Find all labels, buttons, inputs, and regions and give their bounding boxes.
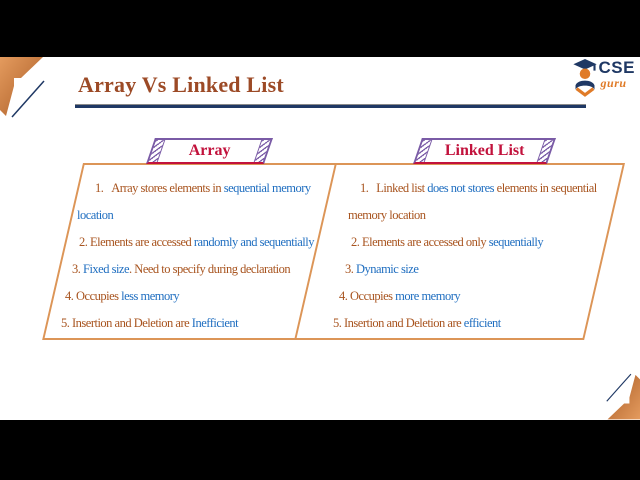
corner-ribbon-icon [606, 373, 640, 420]
list-item-segment: 1. Linked list [360, 181, 428, 195]
list-item-segment: elements in sequential [494, 181, 598, 195]
list-item-segment: memory location [348, 208, 426, 222]
list-item: 5. Insertion and Deletion are Inefficien… [61, 310, 335, 337]
list-item-segment: 3. [72, 262, 83, 276]
letterbox-bar-bottom [0, 420, 640, 480]
array-list: 1. Array stores elements in sequential m… [55, 175, 335, 337]
list-item: 1. Array stores elements in sequential m… [77, 175, 335, 229]
list-item: 2. Elements are accessed randomly and se… [79, 229, 335, 256]
list-item-segment: efficient [463, 316, 501, 330]
list-item-segment: 1. Array stores elements in [95, 181, 224, 195]
letterbox-bar-top [0, 0, 640, 57]
slide: CSE guru Array Vs Linked List Array Link… [0, 57, 640, 420]
list-item: 3. Fixed size. Need to specify during de… [72, 256, 335, 283]
linked-list-list: 1. Linked list does not stores elements … [333, 175, 613, 337]
list-item: 3. Dynamic size [345, 256, 613, 283]
list-item-segment: location [77, 208, 114, 222]
list-item-segment: 3. [345, 262, 356, 276]
corner-ribbon-icon [0, 57, 45, 118]
array-header-label: Array [188, 142, 231, 159]
list-item: 1. Linked list does not stores elements … [348, 175, 613, 229]
list-item-segment: Inefficient [191, 316, 239, 330]
array-header: Array [146, 138, 273, 164]
logo-word-text: guru [600, 76, 627, 90]
list-item-segment: does not stores [427, 181, 495, 195]
list-item-segment: randomly and sequentially [193, 235, 315, 249]
list-item-segment: sequentially [488, 235, 544, 249]
list-item: 2. Elements are accessed only sequential… [351, 229, 613, 256]
list-item-segment: 4. Occupies [339, 289, 396, 303]
graduate-icon [572, 59, 597, 97]
list-item-segment: 2. Elements are accessed only [351, 235, 489, 249]
list-item: 5. Insertion and Deletion are efficient [333, 310, 613, 337]
page-title: Array Vs Linked List [78, 72, 284, 97]
linked-list-header: Linked List [413, 138, 556, 164]
title-underline [75, 104, 586, 108]
list-item-segment: sequential memory [223, 181, 311, 195]
list-item-segment: 5. Insertion and Deletion are [333, 316, 464, 330]
list-item-segment: 4. Occupies [65, 289, 122, 303]
list-item-segment: . Need to specify during declaration [129, 262, 291, 276]
list-item-segment: more memory [395, 289, 461, 303]
list-item-segment: Dynamic size [356, 262, 419, 276]
list-item-segment: less memory [121, 289, 180, 303]
list-item: 4. Occupies more memory [339, 283, 613, 310]
list-item-segment: 5. Insertion and Deletion are [61, 316, 192, 330]
list-item-segment: Fixed size [83, 262, 130, 276]
list-item-segment: 2. Elements are accessed [79, 235, 194, 249]
logo-brand-text: CSE [598, 58, 635, 77]
brand-logo: CSE guru [572, 58, 635, 97]
linked-list-header-label: Linked List [444, 142, 525, 159]
list-item: 4. Occupies less memory [65, 283, 335, 310]
